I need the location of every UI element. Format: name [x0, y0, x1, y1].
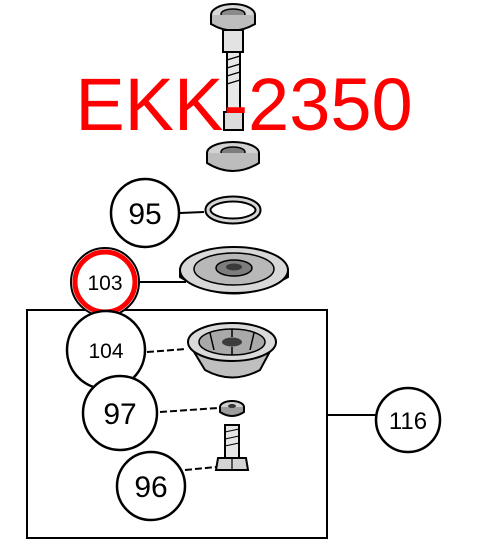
part-95-snap-ring	[204, 195, 262, 225]
callout-97: 97	[81, 374, 159, 452]
middle-bearing-part	[206, 141, 260, 172]
model-title: EKK-2350	[75, 63, 412, 146]
leader-96	[184, 466, 217, 471]
callout-97-label: 97	[103, 398, 136, 431]
top-bearing-part	[210, 3, 256, 32]
assembly-box	[26, 309, 328, 539]
callout-104-label: 104	[88, 340, 123, 363]
callout-95-label: 95	[128, 198, 161, 231]
part-96-bolt	[214, 424, 250, 471]
leader-95	[179, 211, 205, 214]
callout-96: 96	[115, 450, 187, 522]
callout-103: 103	[70, 247, 140, 317]
callout-95: 95	[109, 177, 181, 249]
part-103-disc	[179, 246, 289, 295]
callout-116-label: 116	[389, 408, 427, 435]
part-104-pad	[187, 322, 277, 379]
part-97-washer	[219, 400, 245, 417]
leader-97	[159, 407, 219, 413]
callout-103-label: 103	[87, 272, 122, 295]
callout-96-label: 96	[134, 471, 167, 504]
spindle-shaft-part	[222, 29, 244, 131]
callout-116: 116	[374, 386, 442, 454]
leader-104	[146, 348, 187, 353]
